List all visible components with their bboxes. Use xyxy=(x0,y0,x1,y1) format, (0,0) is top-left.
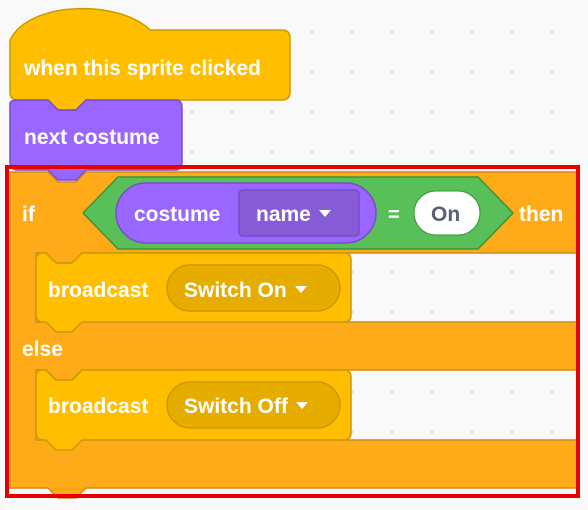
else-label: else xyxy=(22,338,63,361)
broadcast-off-message-dropdown[interactable]: Switch Off xyxy=(184,396,308,417)
broadcast-off-label: broadcast xyxy=(48,395,149,418)
costume-dropdown[interactable]: name xyxy=(256,204,331,225)
costume-dropdown-shape[interactable] xyxy=(238,189,360,237)
if-label: if xyxy=(22,203,35,226)
costume-dropdown-value: name xyxy=(256,203,311,226)
compare-value-input[interactable]: On xyxy=(431,203,461,226)
hat-block-label: when this sprite clicked xyxy=(24,57,261,80)
broadcast-on-label: broadcast xyxy=(48,279,149,302)
then-label: then xyxy=(519,203,564,226)
broadcast-off-message: Switch Off xyxy=(184,395,288,418)
dropdown-arrow-icon xyxy=(295,401,308,409)
costume-reporter-label: costume xyxy=(134,203,221,226)
broadcast-on-message-dropdown[interactable]: Switch On xyxy=(184,280,307,301)
broadcast-off-menu-shape[interactable] xyxy=(166,381,341,429)
dropdown-arrow-icon xyxy=(318,209,331,217)
broadcast-on-message: Switch On xyxy=(184,279,287,302)
compare-value-field-shape[interactable] xyxy=(413,190,481,236)
broadcast-on-menu-shape[interactable] xyxy=(166,264,341,312)
dropdown-arrow-icon xyxy=(294,285,307,293)
looks-block-shape[interactable] xyxy=(9,99,183,181)
looks-block-label: next costume xyxy=(24,126,160,149)
equals-operator-label: = xyxy=(388,204,400,226)
